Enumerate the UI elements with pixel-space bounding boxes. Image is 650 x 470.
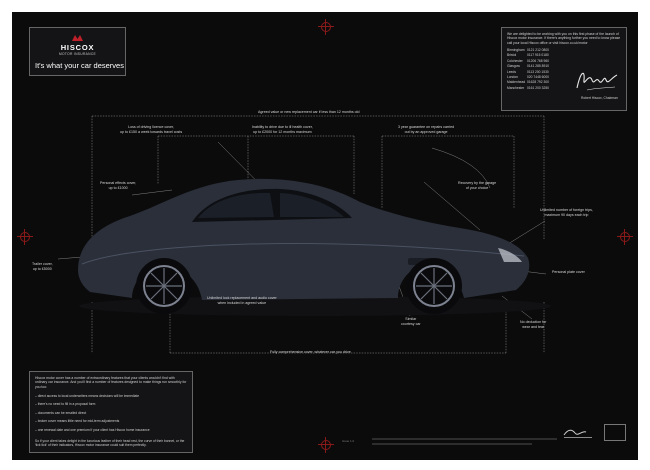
- callout-line: Unlimited number of foreign trips,: [540, 208, 593, 212]
- office-city: Birmingham: [507, 48, 525, 52]
- callout-guarantee: 3 year guarantee on repairs carried out …: [398, 125, 454, 134]
- signature-image: [576, 72, 618, 91]
- callout-line: maximum 90 days each trip: [544, 212, 589, 217]
- callout-agreed-value: Agreed value or new replacement car if l…: [258, 110, 360, 114]
- callout-line: Trailer cover,: [32, 262, 53, 266]
- callout-driving-licence: Loss of driving licence cover, up to £15…: [120, 125, 182, 134]
- office-row: Colchester 01206 768 960: [507, 59, 567, 64]
- registration-mark-icon: [17, 229, 33, 245]
- benefit-item: broker cover means little need for mid-t…: [35, 419, 187, 428]
- office-row: Leeds 0113 200 1530: [507, 70, 567, 75]
- callout-line: of your choice: [465, 185, 489, 190]
- office-row: Bristol 0117 915 0180: [507, 53, 567, 58]
- info-intro: Hiscox motor cover has a number of extra…: [35, 376, 187, 389]
- office-city: Glasgow: [507, 64, 520, 69]
- office-phone: 020 7448 6000: [527, 74, 550, 79]
- signer-caption: Robert Hiscox, Chairman: [581, 96, 618, 100]
- callout-line: Recovery by the garage: [458, 181, 497, 185]
- contact-panel: We are delighted to be working with you …: [501, 27, 627, 111]
- partner-logo-icon: [604, 424, 626, 441]
- office-phone: 01628 792 300: [527, 80, 550, 85]
- benefit-item: documents can be emailed direct: [35, 411, 187, 420]
- office-phone: 0117 915 0180: [527, 53, 549, 58]
- office-phone: 0141 285 8910: [527, 64, 550, 69]
- info-panel: Hiscox motor cover has a number of extra…: [29, 371, 193, 453]
- callout-line: up to £1000: [108, 185, 128, 190]
- benefit-item: there's no need to fill in a proposal fo…: [35, 403, 187, 411]
- brand-subtitle: MOTOR INSURANCE: [58, 52, 97, 56]
- callout-recovery: Recovery by the garage of your choice: [458, 181, 496, 190]
- office-phone: 0161 200 3250: [527, 85, 550, 90]
- brand-panel: HISCOX MOTOR INSURANCE It's what your ca…: [29, 27, 126, 76]
- office-row: Glasgow 0141 285 8910: [507, 64, 567, 69]
- benefit-list: direct access to local underwriters mean…: [35, 394, 187, 437]
- callout-line: up to £5000: [32, 266, 52, 271]
- callout-personal-plate: Personal plate cover: [552, 270, 585, 274]
- office-city: Bristol: [507, 53, 517, 58]
- callout-personal-effects: Personal effects cover, up to £1000: [100, 181, 136, 190]
- registration-mark-icon: [617, 229, 633, 245]
- office-city: Manchester: [507, 85, 525, 90]
- registration-mark-icon: [318, 437, 334, 453]
- page-reference: Issue 1.0: [342, 439, 355, 443]
- office-row: London 020 7448 6000: [507, 75, 567, 80]
- office-city: Maidenhead: [507, 80, 526, 85]
- office-phone: 0121 212 0800: [527, 48, 550, 52]
- callout-line: when included in agreed value: [217, 300, 267, 305]
- car-diagram: [57, 115, 551, 354]
- office-city: London: [507, 74, 519, 79]
- car-illustration: [78, 178, 551, 316]
- callout-line: wear and tear: [522, 324, 545, 329]
- callout-line: Loss of driving licence cover,: [128, 125, 175, 129]
- callout-line: out by an approved garage: [404, 129, 448, 134]
- callout-lock-audio: Unlimited lock replacement and audio cov…: [207, 296, 277, 305]
- office-city: Leeds: [507, 69, 516, 74]
- fine-print-bar: [372, 438, 557, 440]
- callout-foreign-trips: Unlimited number of foreign trips, maxim…: [540, 208, 593, 217]
- callout-line: Personal effects cover,: [100, 181, 137, 185]
- callout-courtesy-car: Similar courtesy car: [401, 317, 421, 326]
- callout-line: Unlimited lock replacement and audio cov…: [207, 296, 277, 300]
- callout-line: courtesy car: [401, 321, 421, 326]
- benefit-item: one renewal date and one premium if your…: [35, 428, 187, 437]
- partner-logo-icon: [563, 429, 592, 438]
- brand-name: HISCOX: [60, 43, 95, 52]
- callout-line: up to £2000 for 12 months maximum: [253, 129, 312, 134]
- office-phone: 01206 768 960: [527, 58, 550, 63]
- callout-fully-comprehensive: Fully comprehensive cover, whatever car …: [270, 350, 351, 354]
- fine-print-bar: [372, 443, 532, 445]
- callout-line: up to £150 a week towards travel costs: [120, 129, 183, 134]
- registration-mark-icon: [318, 19, 334, 35]
- poster: HISCOX MOTOR INSURANCE It's what your ca…: [12, 12, 638, 460]
- callout-line: No deduction for: [520, 320, 547, 324]
- info-outro: So if your client takes delight in the l…: [35, 439, 185, 448]
- office-city: Colchester: [507, 58, 523, 63]
- office-phone: 0113 200 1530: [527, 69, 549, 74]
- hiscox-logo-icon: [72, 35, 83, 41]
- callout-trailer: Trailer cover, up to £5000: [32, 262, 53, 271]
- contact-intro: We are delighted to be working with you …: [507, 32, 621, 45]
- benefit-item: direct access to local underwriters mean…: [35, 394, 187, 403]
- callout-ill-health: Inability to drive due to ill health cov…: [252, 125, 313, 134]
- callout-line: 3 year guarantee on repairs carried: [398, 125, 455, 129]
- callout-line: Inability to drive due to ill health cov…: [252, 125, 313, 129]
- callout-line: Similar: [405, 317, 417, 321]
- callout-wear-tear: No deduction for wear and tear: [520, 320, 546, 329]
- tagline: It's what your car deserves: [35, 61, 124, 70]
